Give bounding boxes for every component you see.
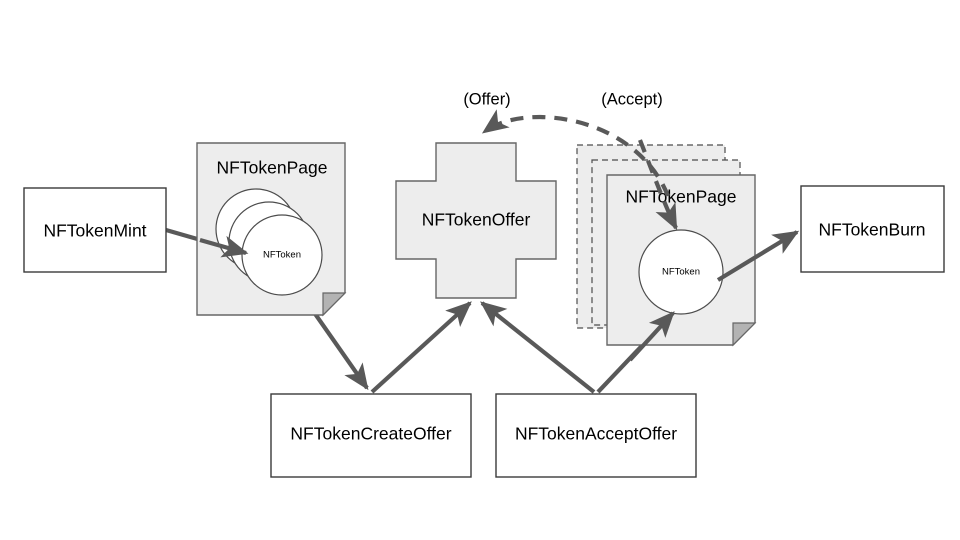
left-token-label: NFToken [263,250,301,261]
node-nftokenacceptoffer[interactable]: NFTokenAcceptOffer [495,393,697,478]
nftokencreateoffer-label: NFTokenCreateOffer [290,424,451,444]
nftokenoffer-label: NFTokenOffer [422,210,531,230]
edge-accept-offer-to-offer [480,301,596,394]
right-token-label: NFToken [662,267,700,278]
edge-create-offer-to-offer [370,301,472,394]
node-nftokenoffer[interactable]: NFTokenOffer [395,142,557,299]
right-page-fold-icon [732,322,757,347]
node-nftokenmint[interactable]: NFTokenMint [23,187,167,273]
offer-cross-body [395,142,557,299]
right-token-circle[interactable] [638,229,724,315]
left-page-title: NFTokenPage [217,158,328,178]
node-left-nftokenpage[interactable]: NFTokenPage NFToken [196,142,347,317]
edge-accept-offer-to-right-token-head [628,311,675,362]
node-nftokencreateoffer[interactable]: NFTokenCreateOffer [270,393,472,478]
nftokenmint-label: NFTokenMint [43,221,146,241]
nftokenacceptoffer-label: NFTokenAcceptOffer [515,424,677,444]
node-nftokenburn[interactable]: NFTokenBurn [800,185,945,273]
left-page-fold-icon [322,292,347,317]
edge-dashed-offer-accept [481,109,678,231]
right-page-title: NFTokenPage [626,187,737,207]
edge-label-offer: (Offer) [463,90,510,108]
edge-label-accept: (Accept) [601,90,662,108]
nftokenburn-label: NFTokenBurn [819,220,926,240]
edge-mint-to-page-head [199,235,249,258]
edge-right-page-to-burn [716,230,800,282]
node-right-nftokenpage-stack[interactable]: NFTokenPage NFTokenPage NFTokenPage NFTo… [576,144,757,347]
